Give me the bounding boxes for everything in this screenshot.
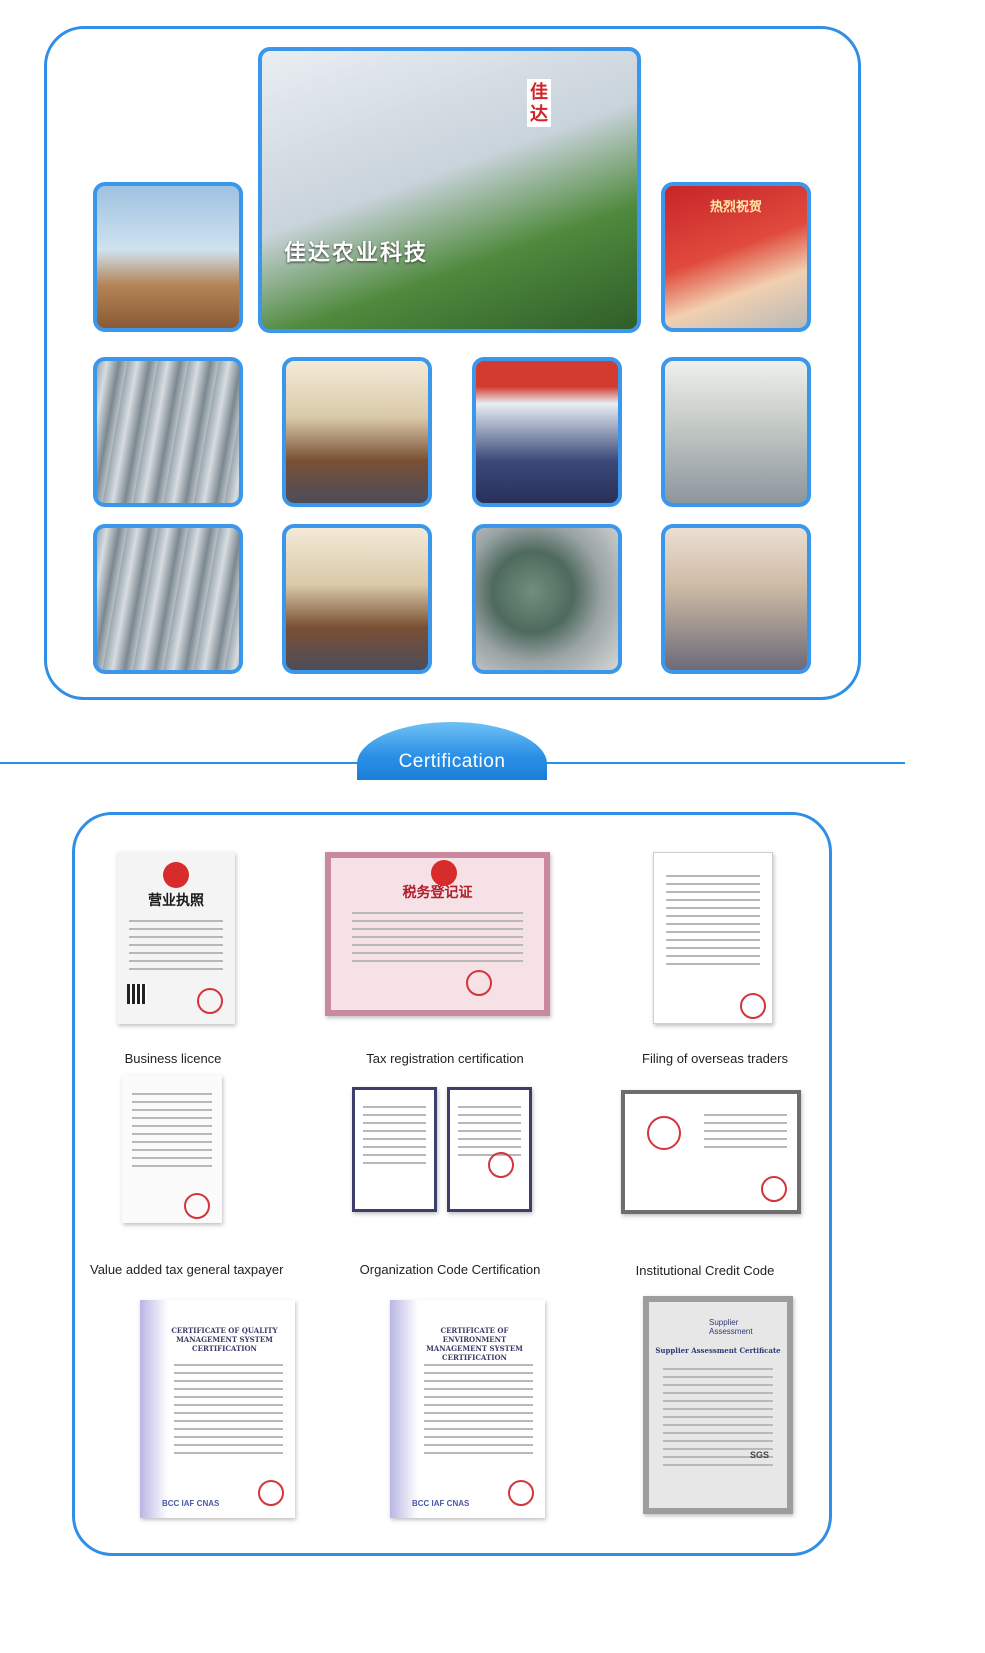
caption-tax-registration: Tax registration certification xyxy=(366,1051,524,1066)
photo-workshop xyxy=(93,524,243,674)
caption-organization-code: Organization Code Certification xyxy=(359,1262,541,1277)
tax-registration-title: 税务登记证 xyxy=(402,885,473,901)
photo-discussion xyxy=(661,524,811,674)
photo-press-machine xyxy=(472,524,622,674)
quality-certificate-title: CERTIFICATE OF QUALITY MANAGEMENT SYSTEM… xyxy=(171,1326,278,1353)
photo-inspection xyxy=(661,357,811,507)
supplier-certificate-title: Supplier Assessment Certificate xyxy=(655,1346,781,1355)
photo-company-building: 佳达 佳达农业科技 xyxy=(258,47,641,333)
celebration-banner: 热烈祝贺 xyxy=(709,199,762,214)
organization-code-document-back xyxy=(447,1087,532,1212)
photo-meeting-room xyxy=(282,357,432,507)
environment-cert-logos: BCC IAF CNAS xyxy=(412,1499,470,1508)
caption-vat-taxpayer: Value added tax general taxpayer xyxy=(90,1262,284,1277)
caption-business-licence: Business licence xyxy=(124,1051,222,1066)
photo-steel-profiles xyxy=(93,357,243,507)
building-sign: 佳达 xyxy=(527,79,551,127)
sgs-mark: SGS xyxy=(749,1450,769,1460)
business-licence-document: 营业执照 xyxy=(117,852,235,1024)
overseas-traders-document xyxy=(653,852,773,1024)
company-signboard: 佳达农业科技 xyxy=(284,240,429,266)
certification-tab: Certification xyxy=(357,722,547,780)
supplier-assessment-certificate: Supplier Assessment Supplier Assessment … xyxy=(643,1296,793,1514)
organization-code-document-front xyxy=(352,1087,437,1212)
photo-greenhouse-workers xyxy=(282,524,432,674)
vat-taxpayer-document xyxy=(122,1075,222,1223)
tax-registration-document: 税务登记证 xyxy=(325,852,550,1016)
institutional-credit-document xyxy=(621,1090,801,1214)
caption-overseas-traders: Filing of overseas traders xyxy=(642,1051,788,1066)
supplier-badge: Supplier Assessment xyxy=(709,1318,753,1336)
business-licence-title: 营业执照 xyxy=(148,893,204,909)
caption-institutional-credit: Institutional Credit Code xyxy=(635,1263,775,1278)
quality-management-certificate: CERTIFICATE OF QUALITY MANAGEMENT SYSTEM… xyxy=(140,1300,295,1518)
quality-cert-logos: BCC IAF CNAS xyxy=(162,1499,220,1508)
photo-team-group xyxy=(472,357,622,507)
environment-management-certificate: CERTIFICATE OF ENVIRONMENT MANAGEMENT SY… xyxy=(390,1300,545,1518)
photo-visitors-field xyxy=(93,182,243,332)
environment-certificate-title: CERTIFICATE OF ENVIRONMENT MANAGEMENT SY… xyxy=(426,1326,523,1362)
photo-celebration: 热烈祝贺 xyxy=(661,182,811,332)
